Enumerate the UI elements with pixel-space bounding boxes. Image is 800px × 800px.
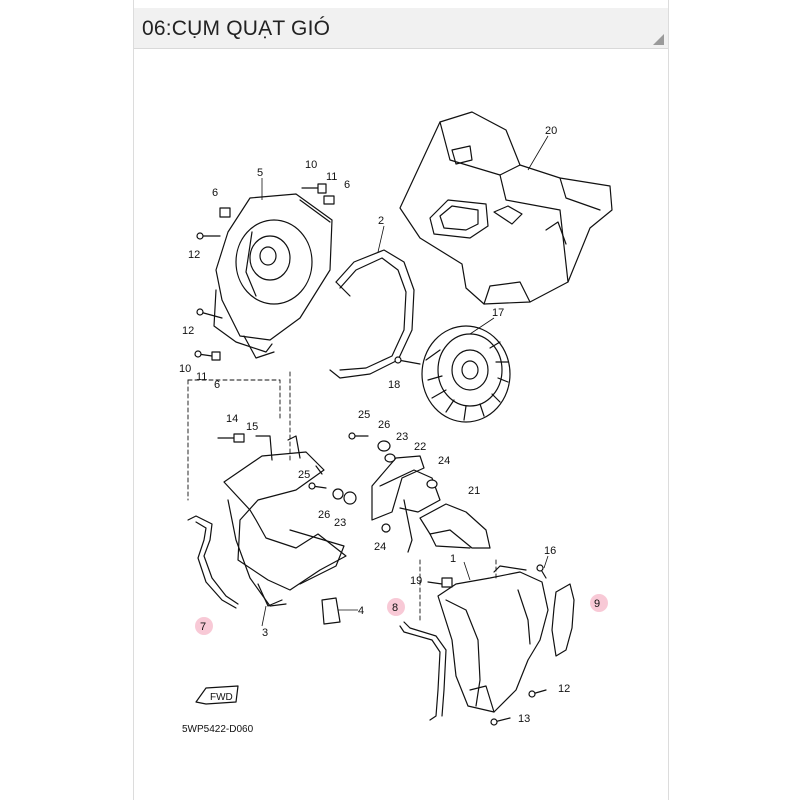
callout-7: 7 — [200, 621, 206, 633]
callout-14: 14 — [226, 413, 238, 425]
part-22-bracket — [371, 455, 441, 553]
fasteners-middle — [217, 432, 438, 533]
callout-8: 8 — [392, 602, 398, 614]
callout-21: 21 — [468, 485, 480, 497]
callout-12: 12 — [188, 249, 200, 261]
part-1-right-shroud — [437, 565, 549, 713]
part-3-lower-shroud — [223, 435, 347, 607]
callout-4: 4 — [358, 605, 364, 617]
callout-10: 10 — [305, 159, 317, 171]
highlight-markers — [195, 594, 608, 635]
part-4-strip — [321, 597, 341, 625]
callout-12: 12 — [558, 683, 570, 695]
callout-5: 5 — [257, 167, 263, 179]
callout-3: 3 — [262, 627, 268, 639]
callout-labels: 20 10 11 6 5 6 12 2 12 17 10 11 6 18 14 … — [179, 125, 600, 735]
fasteners-right — [427, 564, 547, 726]
callout-9: 9 — [594, 598, 600, 610]
callout-24: 24 — [438, 455, 450, 467]
callout-6: 6 — [344, 179, 350, 191]
callout-22: 22 — [414, 441, 426, 453]
fwd-arrow-icon — [195, 685, 239, 705]
part-21-bracket — [419, 503, 491, 549]
callout-17: 17 — [492, 307, 504, 319]
guide-lines — [187, 371, 497, 621]
page-frame: 06:CỤM QUẠT GIÓ — [133, 0, 669, 800]
callout-23: 23 — [334, 517, 346, 529]
part-5-fan-cover — [213, 193, 333, 359]
callout-25: 25 — [358, 409, 370, 421]
callout-1: 1 — [450, 553, 456, 565]
callout-26: 26 — [378, 419, 390, 431]
part-7-rod — [187, 515, 239, 609]
callout-23: 23 — [396, 431, 408, 443]
fasteners-upper-left — [194, 183, 335, 361]
callout-16: 16 — [544, 545, 556, 557]
page-title: 06:CỤM QUẠT GIÓ — [142, 17, 331, 40]
part-2-band — [329, 249, 415, 379]
callout-2: 2 — [378, 215, 384, 227]
callout-18: 18 — [388, 379, 400, 391]
header-bar: 06:CỤM QUẠT GIÓ — [134, 8, 668, 49]
leader-lines — [261, 135, 549, 627]
callout-11: 11 — [196, 371, 207, 383]
corner-fold-icon — [653, 34, 664, 45]
callout-11: 11 — [326, 171, 337, 183]
callout-20: 20 — [545, 125, 557, 137]
diagram-code: 5WP5422-D060 — [182, 724, 254, 735]
callout-6: 6 — [214, 379, 220, 391]
callout-26: 26 — [318, 509, 330, 521]
part-9-seal-strip — [551, 583, 575, 657]
callout-19: 19 — [410, 575, 422, 587]
part-17-flywheel-fan — [394, 325, 511, 423]
callout-6: 6 — [212, 187, 218, 199]
callout-24: 24 — [374, 541, 386, 553]
part-20-shroud — [399, 111, 613, 305]
callout-13: 13 — [518, 713, 530, 725]
part-8-wire-rod — [399, 621, 447, 721]
fwd-label: FWD — [210, 692, 233, 703]
callout-25: 25 — [298, 469, 310, 481]
callout-10: 10 — [179, 363, 191, 375]
callout-15: 15 — [246, 421, 258, 433]
callout-12: 12 — [182, 325, 194, 337]
